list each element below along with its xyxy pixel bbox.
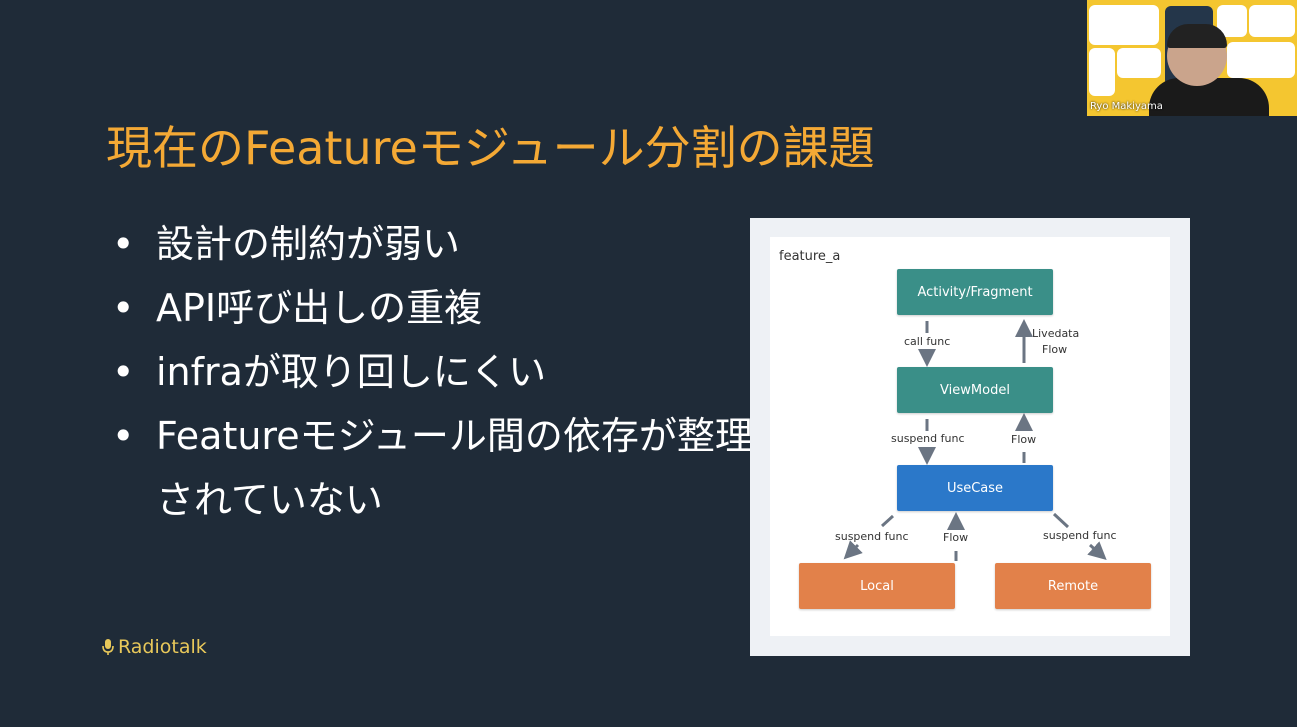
- label-call-func: call func: [904, 335, 951, 348]
- background-poster: [1249, 5, 1295, 37]
- speaker-body: [1149, 78, 1269, 116]
- arrow-remote-suspend: [1052, 512, 1070, 529]
- diagram-arrows: [843, 319, 1107, 561]
- background-poster: [1089, 48, 1115, 96]
- label-local-flow: Flow: [943, 531, 969, 544]
- speaker-video-thumbnail[interactable]: Ryo Makiyama: [1087, 0, 1297, 116]
- label-local-suspend: suspend func: [835, 530, 909, 543]
- participant-name: Ryo Makiyama: [1090, 101, 1163, 112]
- label-livedata-flow: Flow: [1042, 343, 1068, 356]
- bullet-item: infraが取り回しにくい: [112, 340, 756, 404]
- microphone-icon: [102, 639, 114, 655]
- label-livedata: Livedata: [1032, 327, 1080, 340]
- arrow-local-suspend: [880, 514, 895, 528]
- box-usecase: UseCase: [897, 465, 1053, 511]
- slide-title: 現在のFeatureモジュール分割の課題: [106, 121, 875, 175]
- label-remote-suspend: suspend func: [1043, 529, 1117, 542]
- box-local: Local: [799, 563, 955, 609]
- box-activity-fragment: Activity/Fragment: [897, 269, 1053, 315]
- bullet-item: 設計の制約が弱い: [112, 212, 756, 276]
- background-poster: [1117, 48, 1161, 78]
- bullet-item: Featureモジュール間の依存が整理されていない: [112, 404, 756, 532]
- bullet-item: API呼び出しの重複: [112, 276, 756, 340]
- background-poster: [1089, 5, 1159, 45]
- box-remote: Remote: [995, 563, 1151, 609]
- radiotalk-logo: Radiotalk: [101, 636, 207, 658]
- label-vm-flow: Flow: [1011, 433, 1037, 446]
- label-vm-suspend: suspend func: [891, 432, 965, 445]
- bullet-list: 設計の制約が弱い API呼び出しの重複 infraが取り回しにくい Featur…: [112, 212, 756, 532]
- module-label: feature_a: [779, 249, 841, 264]
- architecture-diagram: feature_a Activity/Fragment ViewModel Us…: [750, 218, 1190, 656]
- speaker-hair: [1167, 24, 1227, 48]
- background-poster: [1227, 42, 1295, 78]
- box-viewmodel: ViewModel: [897, 367, 1053, 413]
- logo-text: Radiotalk: [118, 636, 207, 658]
